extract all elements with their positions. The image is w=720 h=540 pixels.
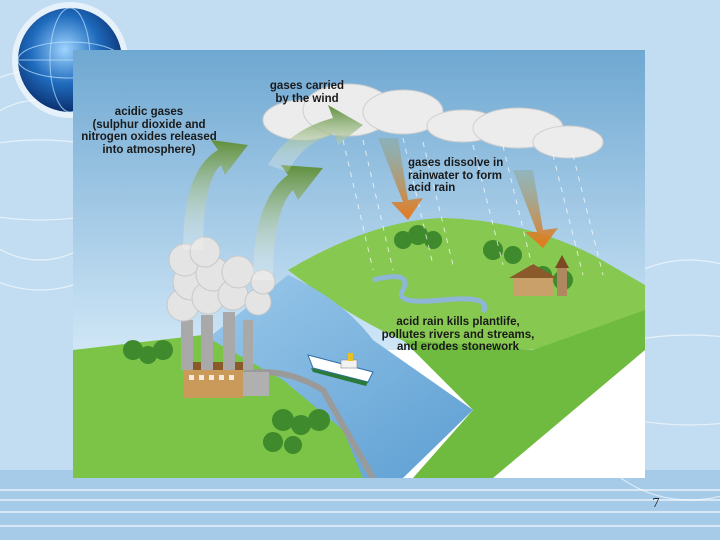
acid-rain-diagram: acidic gases (sulphur dioxide and nitrog…	[73, 50, 645, 478]
label-acid-rain-effects: acid rain kills plantlife, pollutes rive…	[373, 316, 543, 354]
label-gases-dissolve: gases dissolve in rainwater to form acid…	[408, 157, 538, 195]
page-number: 7	[646, 496, 666, 512]
label-acidic-gases: acidic gases (sulphur dioxide and nitrog…	[75, 106, 223, 156]
label-gases-carried: gases carried by the wind	[247, 80, 367, 105]
